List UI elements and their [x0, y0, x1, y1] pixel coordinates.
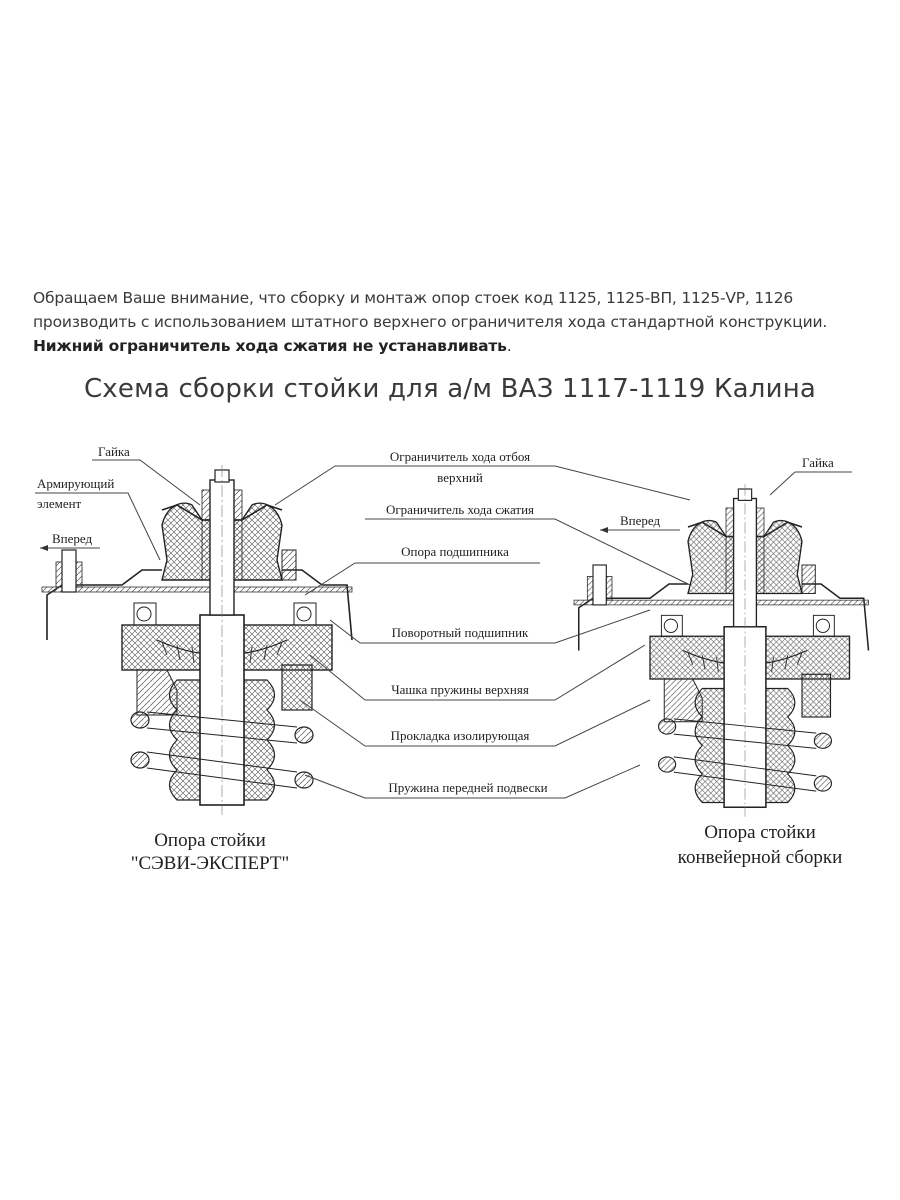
label-rotary-bearing: Поворотный подшипник	[392, 625, 529, 640]
label-reinforcing-element-2: элемент	[37, 496, 82, 511]
label-bearing-support: Опора подшипника	[401, 544, 509, 559]
caption-left-1: Опора стойки	[154, 830, 266, 851]
label-nut-left: Гайка	[98, 444, 130, 459]
caption-right-1: Опора стойки	[704, 822, 816, 843]
label-spring-cup: Чашка пружины верхняя	[391, 682, 529, 697]
notice-line-2: производить с использованием штатного ве…	[33, 313, 828, 331]
label-nut-right: Гайка	[802, 455, 834, 470]
label-forward-right: Вперед	[620, 513, 660, 528]
caption-left-2: "СЭВИ-ЭКСПЕРТ"	[131, 853, 290, 874]
strut-left-drawing	[41, 464, 353, 816]
notice-warning: Нижний ограничитель хода сжатия не устан…	[33, 337, 507, 355]
label-spring: Пружина передней подвески	[388, 780, 547, 795]
caption-right-2: конвейерной сборки	[678, 847, 843, 868]
label-rebound-limiter-1: Ограничитель хода отбоя	[390, 449, 530, 464]
strut-right-drawing	[573, 483, 870, 818]
notice-warning-end: .	[506, 337, 512, 355]
leader-lines	[35, 459, 852, 799]
label-compression-limiter: Ограничитель хода сжатия	[386, 502, 534, 517]
label-forward-left: Вперед	[52, 531, 92, 546]
diagram-title: Схема сборки стойки для а/м ВАЗ 1117-111…	[83, 374, 817, 404]
assembly-notice: Обращаем Ваше внимание, что сборку и мон…	[33, 286, 893, 358]
label-rebound-limiter-2: верхний	[437, 470, 483, 485]
label-insulating-pad: Прокладка изолирующая	[391, 728, 530, 743]
notice-line-1: Обращаем Ваше внимание, что сборку и мон…	[33, 289, 794, 307]
label-reinforcing-element-1: Армирующий	[37, 476, 114, 491]
